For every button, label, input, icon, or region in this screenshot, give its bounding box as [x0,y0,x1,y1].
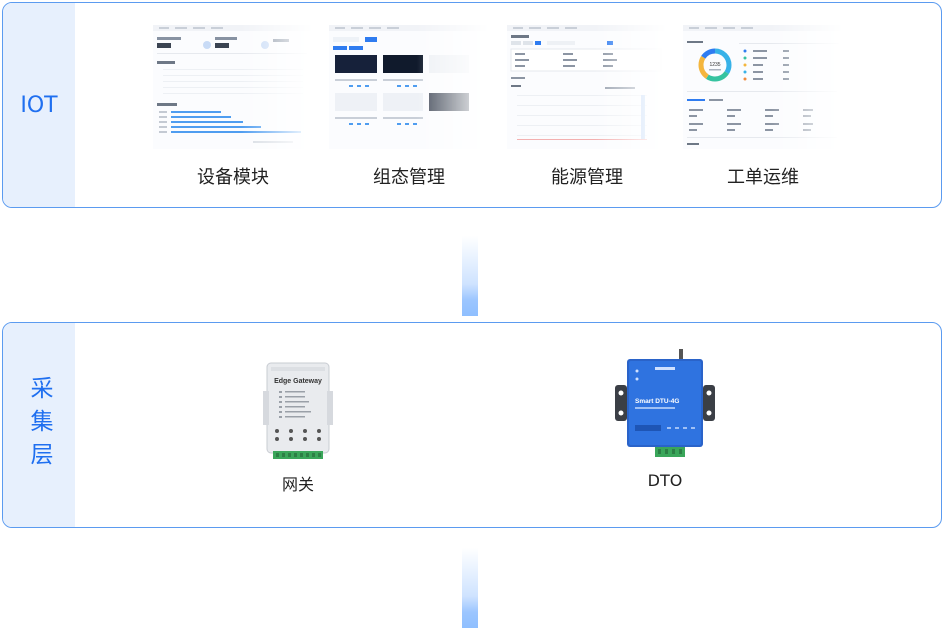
acquisition-layer: 采集层 Edge Gateway [2,322,942,528]
module-device-label: 设备模块 [197,167,269,188]
device-dto[interactable]: Smart DTU-4G DTO [615,349,715,490]
dto-label: DTO [647,471,683,490]
module-device[interactable]: 设备模块 [153,25,313,189]
module-energy-label: 能源管理 [551,167,623,188]
dto-device-text: Smart DTU-4G [635,398,679,405]
gateway-label: 网关 [281,475,314,494]
gateway-device-image: Edge Gateway [263,362,333,459]
acquisition-layer-label: 采集层 [3,323,75,527]
configuration-module-thumbnail [329,25,489,149]
module-configuration[interactable]: 组态管理 [329,25,489,189]
work-order-module-thumbnail: 1235 [683,25,843,149]
module-work-order-label: 工单运维 [727,167,799,188]
module-energy[interactable]: 能源管理 [507,25,667,189]
gateway-device-text: Edge Gateway [274,378,322,385]
dto-device-image: Smart DTU-4G [615,349,715,457]
energy-module-thumbnail [507,25,667,149]
iot-layer: IOT [2,2,942,208]
module-work-order[interactable]: 1235 [683,25,843,189]
module-configuration-label: 组态管理 [373,167,445,188]
donut-value: 1235 [709,62,720,68]
connector-acquisition-bottom [462,548,478,628]
connector-iot-to-acquisition [462,236,478,316]
device-module-thumbnail [153,25,313,149]
iot-layer-label: IOT [3,3,75,207]
device-gateway[interactable]: Edge Gateway 网关 [261,361,335,495]
